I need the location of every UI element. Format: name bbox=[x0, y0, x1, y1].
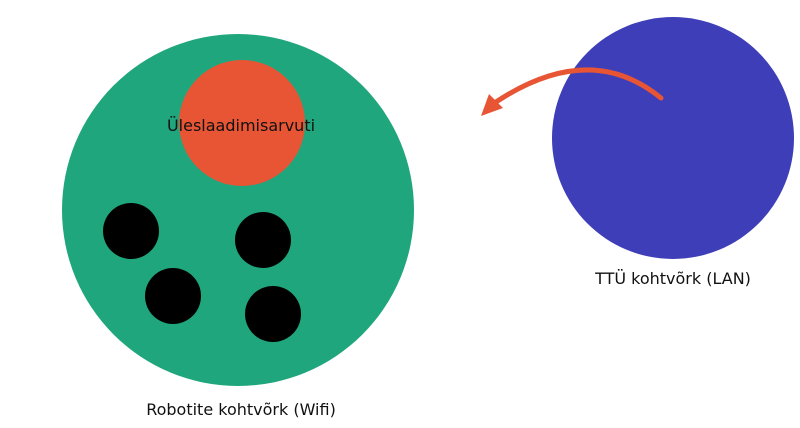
connection-arrow bbox=[493, 67, 664, 105]
robot-node bbox=[235, 212, 291, 268]
arrow-head-icon bbox=[481, 94, 503, 116]
robot-node bbox=[103, 203, 159, 259]
robot-node bbox=[245, 286, 301, 342]
upload-computer-label: Üleslaadimisarvuti bbox=[166, 116, 316, 135]
upload-computer-circle bbox=[179, 60, 305, 186]
robot-network-label: Robotite kohtvõrk (Wifi) bbox=[146, 400, 336, 419]
ttu-network-circle bbox=[552, 17, 794, 259]
robot-node bbox=[145, 268, 201, 324]
ttu-network-label: TTÜ kohtvõrk (LAN) bbox=[595, 269, 751, 288]
